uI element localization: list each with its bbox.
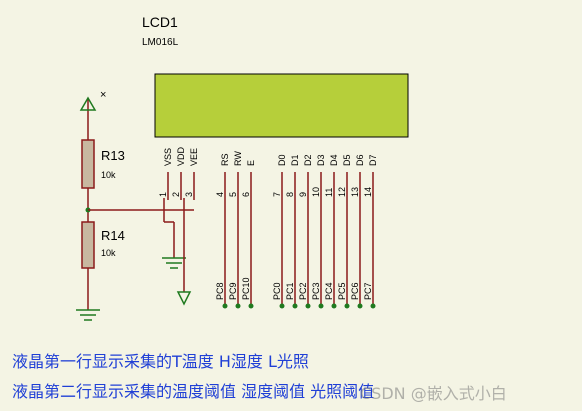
pin-number-7: 7	[272, 192, 282, 197]
net-terminal-pc6	[357, 303, 363, 309]
net-label-pc2: PC2	[298, 282, 308, 300]
net-label-pc1: PC1	[285, 282, 295, 300]
supply-wiring	[162, 198, 192, 306]
caption-line-2: 液晶第二行显示采集的温度阈值 湿度阈值 光照阈值	[12, 382, 375, 401]
pin-name-rw: RW	[233, 151, 243, 166]
net-terminal-pc3	[318, 303, 324, 309]
pin-number-14: 14	[363, 187, 373, 197]
pin-name-vdd: VDD	[176, 146, 186, 166]
resistor-r14-body	[81, 221, 95, 269]
resistor-r14-ref: R14	[101, 228, 125, 243]
pin-name-e: E	[246, 160, 256, 166]
net-label-pc9: PC9	[228, 282, 238, 300]
net-label-pc3: PC3	[311, 282, 321, 300]
net-label-pc0: PC0	[272, 282, 282, 300]
pin-name-d2: D2	[303, 154, 313, 166]
pin-name-d7: D7	[368, 154, 378, 166]
pin-name-d3: D3	[316, 154, 326, 166]
net-terminal-pc4	[331, 303, 337, 309]
resistor-r13-ref: R13	[101, 148, 125, 163]
pin-name-vss: VSS	[163, 148, 173, 166]
pin-number-13: 13	[350, 187, 360, 197]
net-label-pc4: PC4	[324, 282, 334, 300]
pin-name-d6: D6	[355, 154, 365, 166]
caption-line-1: 液晶第一行显示采集的T温度 H湿度 L光照	[12, 352, 309, 371]
net-label-pc5: PC5	[337, 282, 347, 300]
lcd-display-body	[154, 73, 409, 138]
resistor-r14-value: 10k	[101, 248, 116, 258]
pin-number-10: 10	[311, 187, 321, 197]
pin-number-3: 3	[184, 192, 194, 197]
pin-number-9: 9	[298, 192, 308, 197]
pin-number-5: 5	[228, 192, 238, 197]
pin-number-8: 8	[285, 192, 295, 197]
resistor-divider: × R13 10k R14 10k	[76, 89, 194, 321]
lcd-ref-label: LCD1	[142, 14, 178, 30]
net-label-pc8: PC8	[215, 282, 225, 300]
resistor-r13-value: 10k	[101, 170, 116, 180]
net-terminal-pc7	[370, 303, 376, 309]
vdd-arrow-icon	[176, 291, 192, 306]
pin-number-2: 2	[171, 192, 181, 197]
pin-name-d5: D5	[342, 154, 352, 166]
net-terminal-pc0	[279, 303, 285, 309]
lcd-pin-group: VSS 1 VDD 2 VEE 3 RS 4 RW 5 E 6 D0 7 D1 8 D2 9 D3 10 D4 11 D5 1…	[158, 146, 378, 200]
pin-number-12: 12	[337, 187, 347, 197]
net-terminal-pc10	[248, 303, 254, 309]
pin-name-d0: D0	[277, 154, 287, 166]
ground-icon-left	[76, 309, 100, 321]
pin-number-11: 11	[324, 188, 334, 197]
pin-number-1: 1	[158, 192, 168, 197]
watermark-text: CSDN @嵌入式小白	[360, 384, 507, 403]
pin-name-d4: D4	[329, 154, 339, 166]
net-terminal-pc5	[344, 303, 350, 309]
net-terminal-pc1	[292, 303, 298, 309]
lcd-model-label: LM016L	[142, 37, 179, 48]
resistor-r13-body	[81, 139, 95, 189]
net-terminal-pc9	[235, 303, 241, 309]
pin-name-d1: D1	[290, 154, 300, 166]
net-label-pc6: PC6	[350, 282, 360, 300]
no-connect-mark: ×	[100, 89, 106, 101]
pin-name-vee: VEE	[189, 148, 199, 166]
pin-name-rs: RS	[220, 153, 230, 166]
pin-number-6: 6	[241, 192, 251, 197]
ground-icon-vss	[162, 257, 186, 269]
pin-number-4: 4	[215, 192, 225, 197]
net-label-pc10: PC10	[241, 277, 251, 300]
net-terminal-pc8	[222, 303, 228, 309]
net-terminal-pc2	[305, 303, 311, 309]
net-label-pc7: PC7	[363, 282, 373, 300]
power-arrow-icon	[79, 96, 97, 111]
